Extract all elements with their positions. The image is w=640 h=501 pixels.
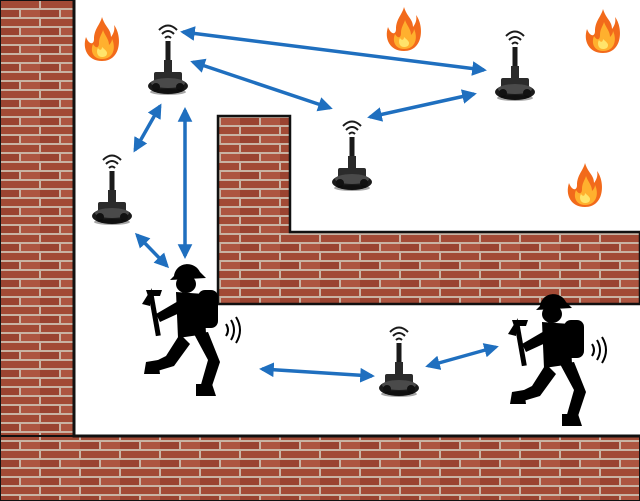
bottom-brick-wall	[0, 435, 640, 501]
link-robot2-robot3	[367, 89, 477, 122]
left-brick-wall	[0, 0, 75, 501]
link-robot4-firefighter1	[134, 232, 170, 269]
corridor-border	[72, 0, 640, 438]
communication-links	[133, 26, 499, 383]
link-robot1-robot2	[190, 58, 333, 112]
link-firefighter1-robot5	[259, 362, 375, 383]
link-robot5-firefighter2	[425, 343, 499, 370]
link-robot1-robot4	[133, 103, 162, 153]
link-robot1-robot3	[180, 26, 487, 76]
